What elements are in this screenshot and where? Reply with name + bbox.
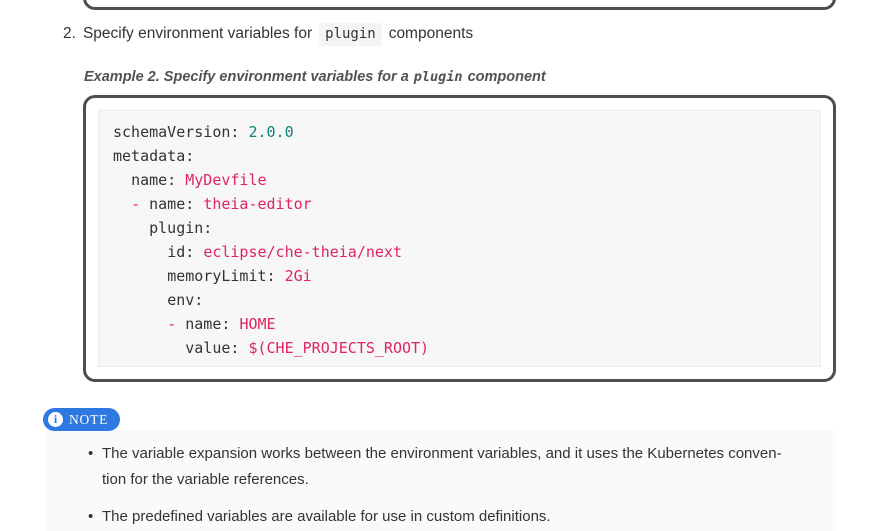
yaml-code: schemaVersion: 2.0.0 metadata: name: MyDe… <box>113 120 806 360</box>
previous-code-block-partial <box>83 0 836 10</box>
note-bullet-list: The variable expansion works between the… <box>88 441 816 530</box>
step-text-after: components <box>388 25 474 42</box>
caption-prefix: Example 2. Specify environment variables… <box>84 69 409 85</box>
note-admonition: The variable expansion works between the… <box>46 430 836 531</box>
info-icon: i <box>48 412 63 427</box>
code-line: plugin: <box>149 219 213 237</box>
caption-suffix: component <box>467 69 546 85</box>
inline-code-plugin: plugin <box>319 23 382 46</box>
code-line: env: <box>167 291 204 309</box>
code-line: - name: HOME <box>167 315 276 333</box>
caption-inline-code: plugin <box>413 69 463 85</box>
code-line: value: $(CHE_PROJECTS_ROOT) <box>185 339 430 357</box>
step-text-before: Specify environment variables for <box>82 25 313 42</box>
list-item-number: 2. <box>63 25 76 42</box>
code-line: metadata: <box>113 147 195 165</box>
note-bullet-item: The variable expansion works between the… <box>88 441 816 492</box>
note-badge-label: NOTE <box>69 411 109 427</box>
note-bullet-item: The predefined variables are available f… <box>88 504 816 530</box>
code-line: memoryLimit: 2Gi <box>167 267 312 285</box>
code-line: name: MyDevfile <box>131 171 267 189</box>
ordered-list-item-2: 2. Specify environment variables for plu… <box>63 23 473 46</box>
note-badge: i NOTE <box>43 408 121 431</box>
code-panel: schemaVersion: 2.0.0 metadata: name: MyDe… <box>98 110 821 367</box>
code-line: id: eclipse/che-theia/next <box>167 243 402 261</box>
code-line: schemaVersion: 2.0.0 <box>113 123 294 141</box>
code-line: - name: theia-editor <box>131 195 312 213</box>
example-caption: Example 2. Specify environment variables… <box>84 69 546 85</box>
code-block: schemaVersion: 2.0.0 metadata: name: MyDe… <box>83 95 836 382</box>
